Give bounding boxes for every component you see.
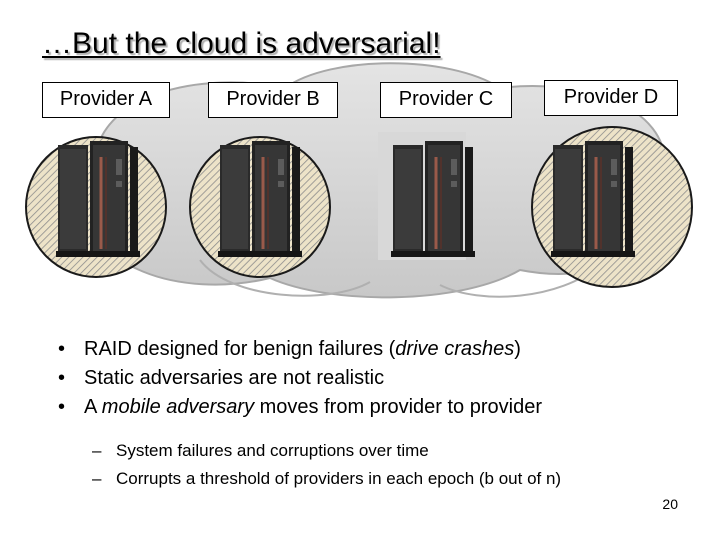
sub-bullet-item: – System failures and corruptions over t… [92, 437, 692, 465]
provider-b-label: Provider B [208, 82, 338, 118]
cloud-diagram [25, 62, 693, 299]
server-rack-icon [549, 139, 637, 259]
dash-marker: – [92, 469, 102, 488]
bullet-dot: • [58, 367, 66, 389]
bullet-item: • Static adversaries are not realistic [58, 364, 698, 393]
bullet-dot: • [58, 338, 66, 360]
sub-bullet-item: – Corrupts a threshold of providers in e… [92, 465, 692, 493]
provider-a-node [25, 136, 167, 278]
bullet-item: • A mobile adversary moves from provider… [58, 393, 698, 422]
page-number: 20 [662, 496, 678, 512]
provider-d-label: Provider D [544, 80, 678, 116]
provider-d-node [531, 126, 693, 288]
provider-c-label: Provider C [380, 82, 512, 118]
bullet-list: • RAID designed for benign failures (dri… [58, 335, 698, 422]
slide-title: …But the cloud is adversarial! [42, 27, 441, 60]
server-rack-icon [54, 139, 142, 259]
provider-b-node [189, 136, 331, 278]
provider-c-node [378, 132, 477, 260]
dash-marker: – [92, 441, 102, 460]
provider-a-label: Provider A [42, 82, 170, 118]
bullet-item: • RAID designed for benign failures (dri… [58, 335, 698, 364]
sub-bullet-list: – System failures and corruptions over t… [92, 437, 692, 493]
server-rack-icon [389, 139, 477, 259]
server-rack-icon [216, 139, 304, 259]
bullet-dot: • [58, 396, 66, 418]
